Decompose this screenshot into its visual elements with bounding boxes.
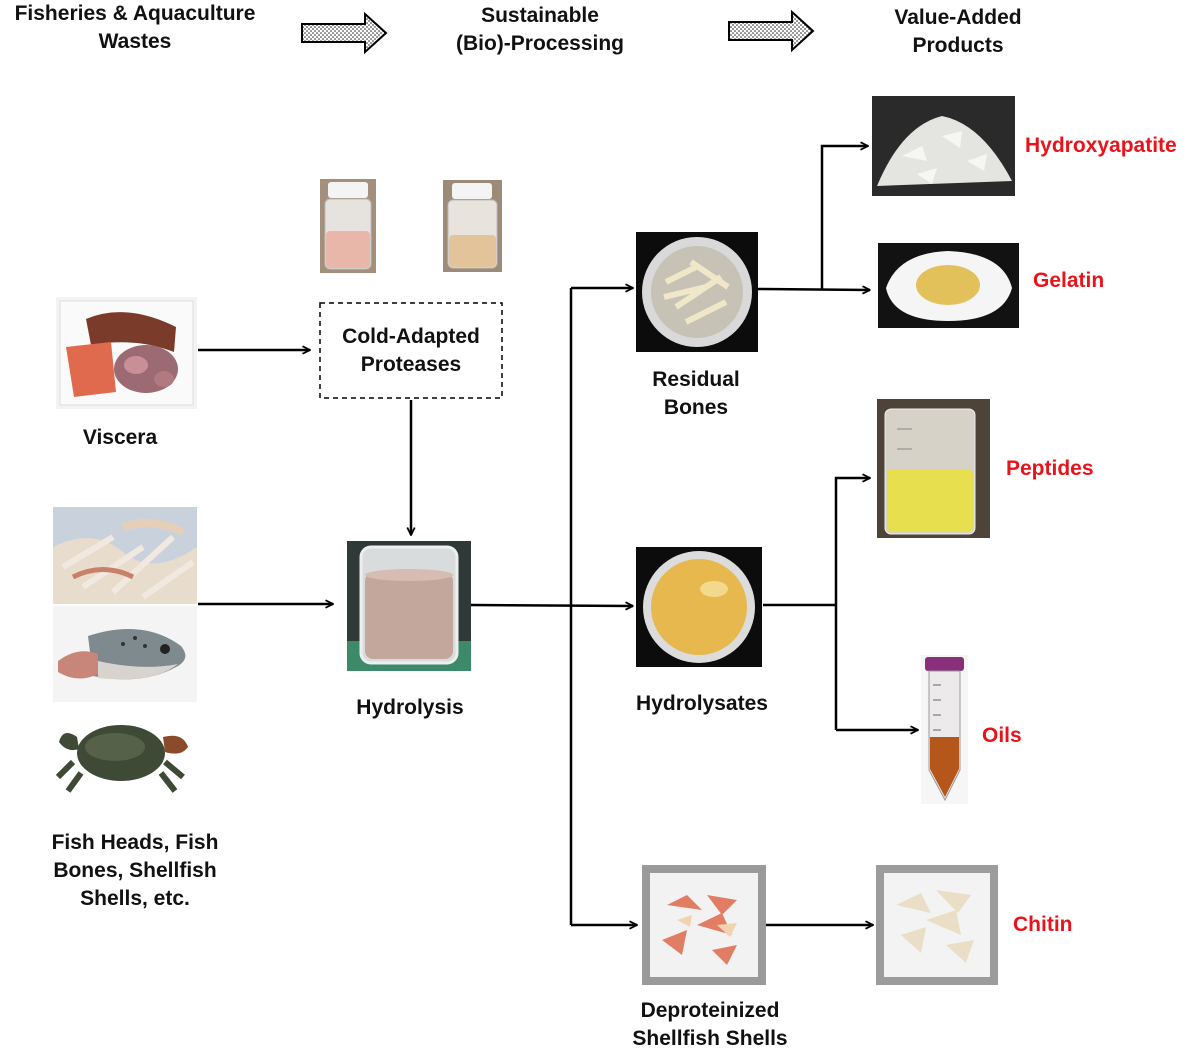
chitin-label: Chitin [1013,913,1073,936]
peptides-label: Peptides [1006,457,1094,480]
header-products: Value-Added Products [894,6,1022,57]
residual-bones-photo [636,232,758,352]
deproteinized-shells-photo [642,865,766,985]
protease-bottle-2-photo [443,180,502,272]
fish-head-photo [53,606,197,702]
hydroxyapatite-label: Hydroxyapatite [1025,134,1177,157]
arrow-hydrolysis-hydrolysates [469,605,633,606]
arrow-bones-gelatin [757,289,870,290]
header-processing: Sustainable (Bio)-Processing [455,4,625,55]
protease-bottle-1-photo [320,179,376,273]
crab-photo [53,707,194,803]
oils-photo [921,655,968,804]
viscera-label: Viscera [82,426,158,449]
hydrolysis-label: Hydrolysis [356,696,464,719]
viscera-photo [56,297,197,409]
right-arrow-icon [728,9,815,53]
arrow-bones-hydroxyapatite [820,146,868,289]
deproteinized-shells-label: Deproteinized Shellfish Shells [632,999,788,1050]
enzyme-label: Cold-Adapted Proteases [342,325,480,376]
hydrolysates-label: Hydrolysates [636,692,768,715]
shrimp-shell-photo [53,507,197,604]
header-wastes: Fisheries & Aquaculture Wastes [14,2,256,53]
peptides-photo [877,399,990,538]
right-arrow-icon [301,11,388,55]
chitin-photo [876,865,998,985]
hydrolysates-photo [636,547,762,667]
hydroxyapatite-photo [872,96,1015,196]
residual-bones-label: Residual Bones [652,368,740,419]
oils-label: Oils [982,724,1022,747]
gelatin-photo [878,243,1019,328]
mixed-waste-label: Fish Heads, Fish Bones, Shellfish Shells… [51,831,219,910]
arrow-hydrolysates-peptides [834,478,870,730]
enzyme-box [319,302,503,399]
gelatin-label: Gelatin [1033,269,1105,292]
hydrolysis-beaker-photo [347,541,471,671]
